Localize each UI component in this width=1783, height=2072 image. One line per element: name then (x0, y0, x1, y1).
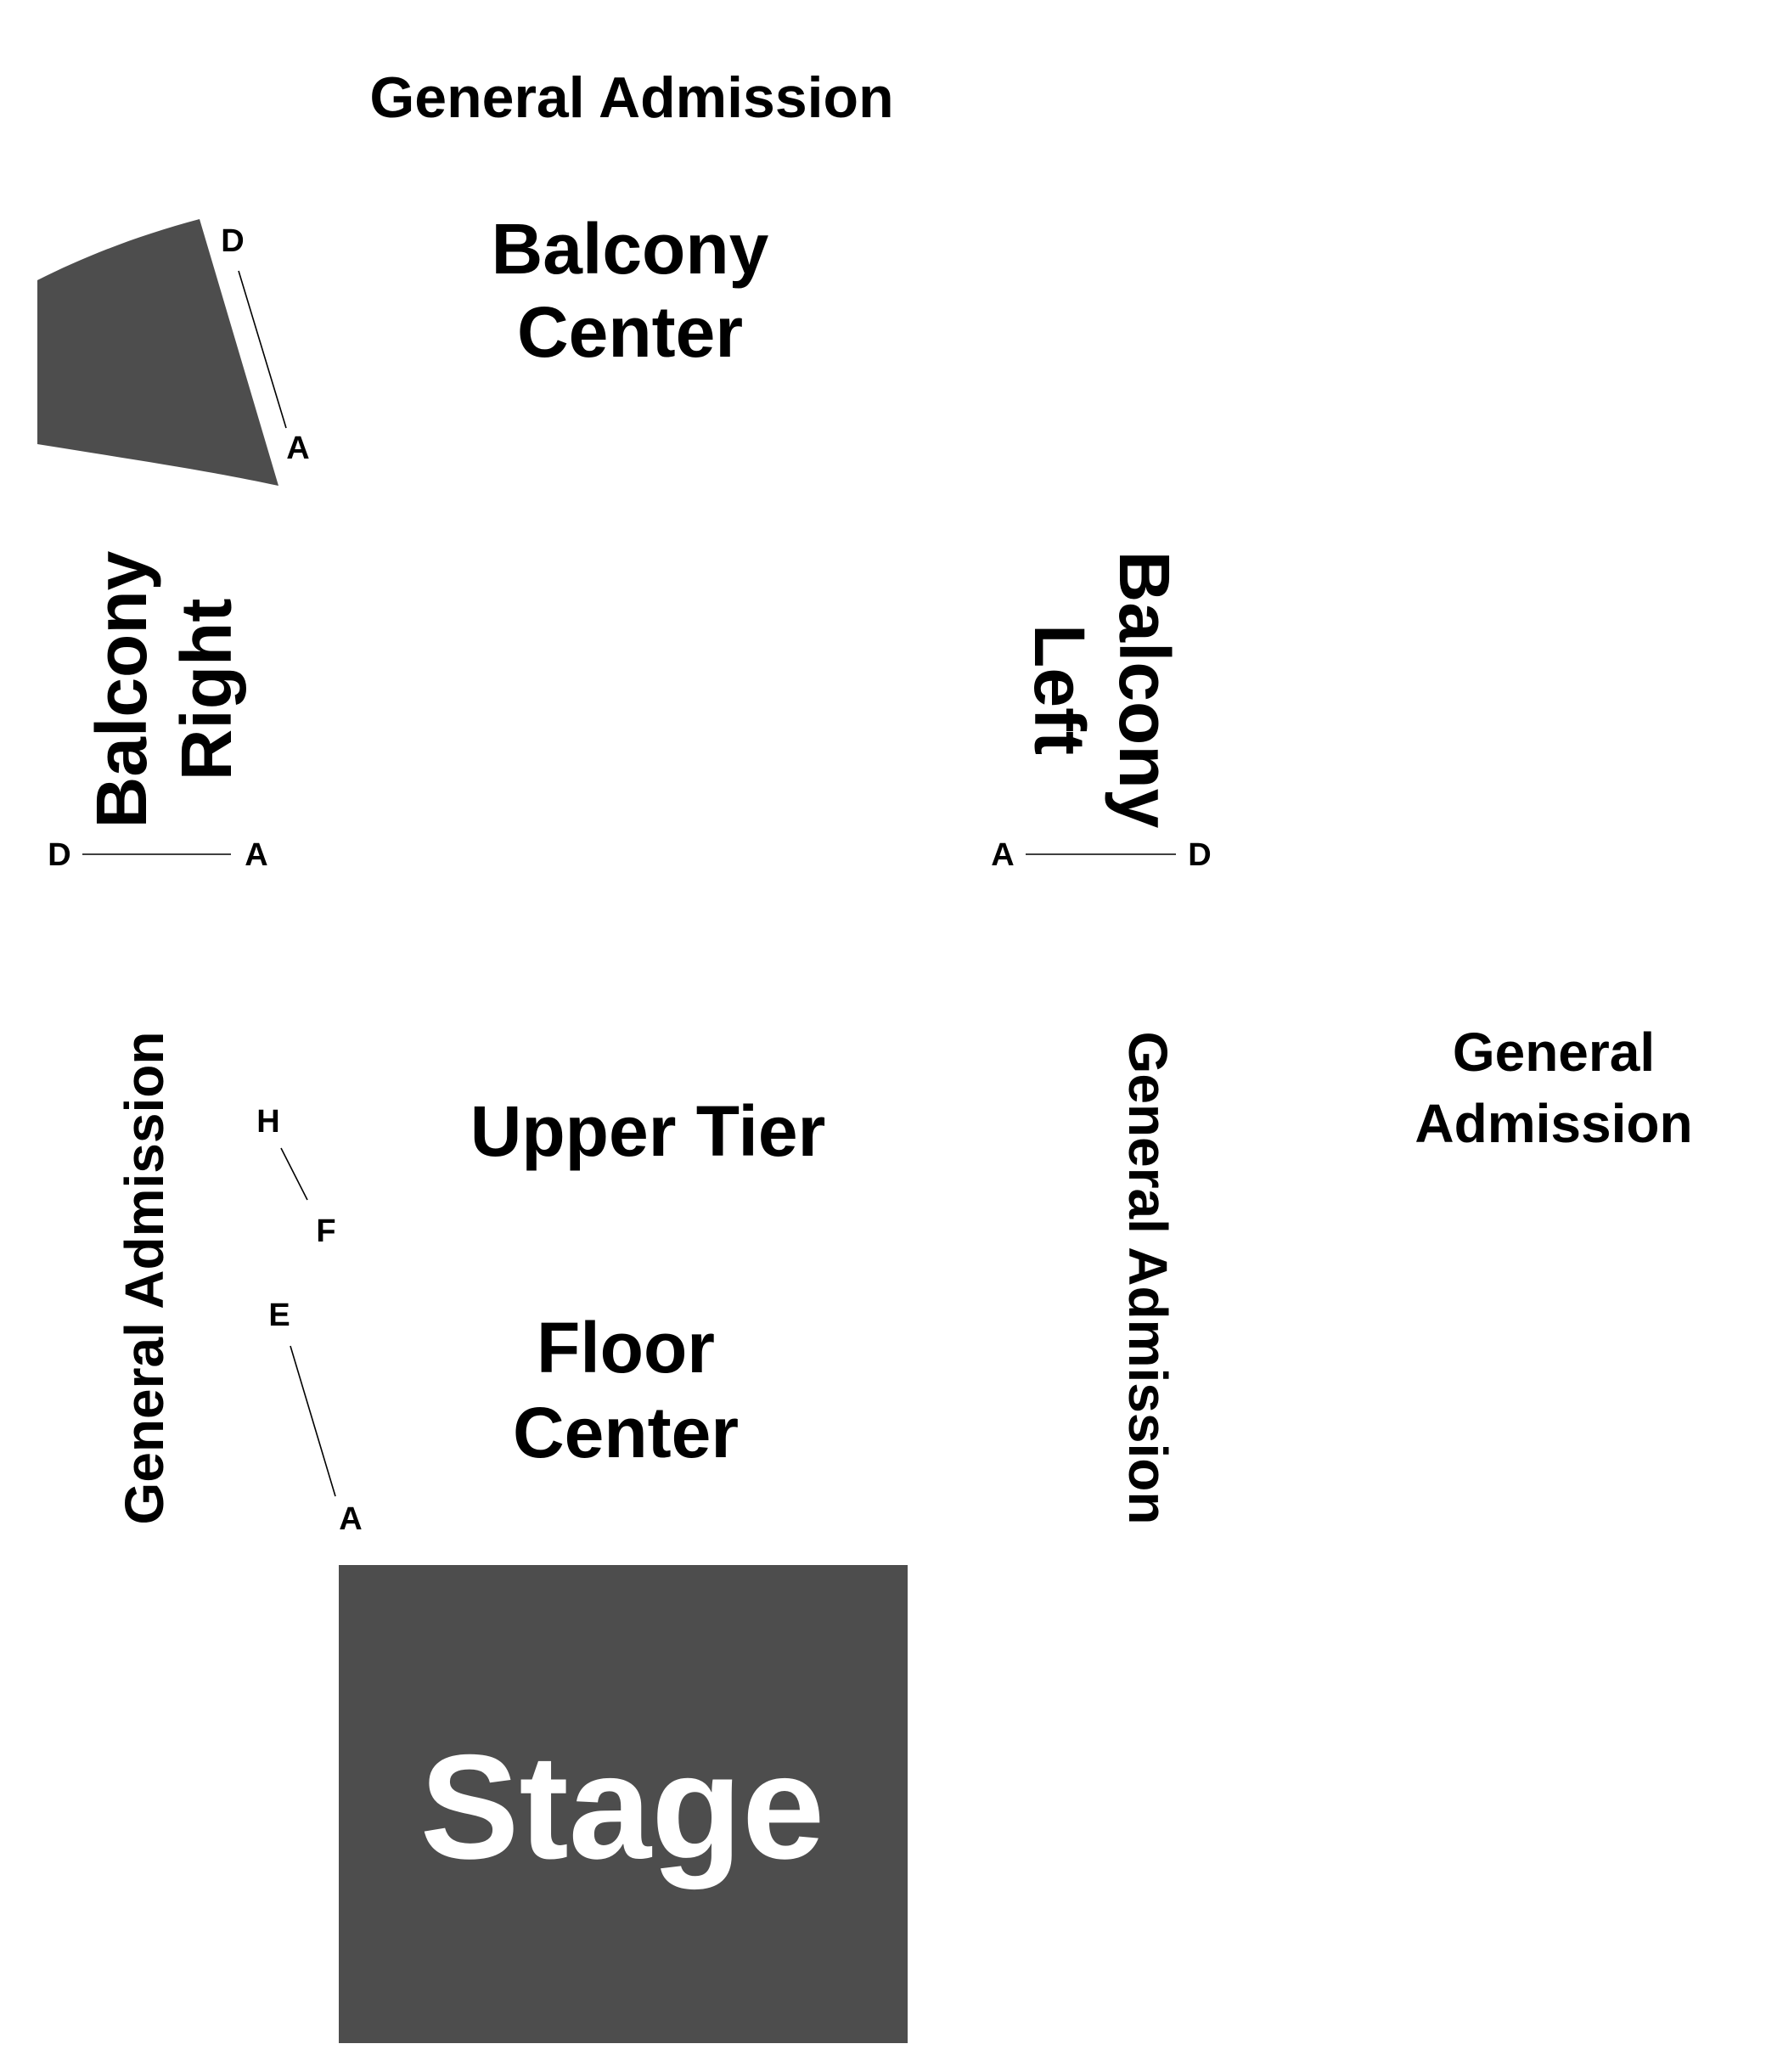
balcony-wedge-row-d: D (221, 223, 244, 259)
balcony-wedge-row-a: A (286, 431, 309, 466)
stage-label: Stage (420, 1725, 825, 1890)
upper-tier-label[interactable]: Upper Tier (470, 1091, 826, 1171)
stage-block (339, 1565, 908, 2043)
general-admission-center-right-label[interactable]: General Admission (1117, 1032, 1178, 1525)
floor-row-a: A (339, 1501, 362, 1537)
balcony-wedge-section[interactable] (37, 219, 278, 486)
balcony-left-row-a: A (991, 837, 1014, 873)
balcony-center-label-line-1: Balcony (492, 209, 769, 289)
stage[interactable]: Stage (339, 1565, 908, 2043)
floor-center-label[interactable]: Floor Center (513, 1308, 739, 1472)
balcony-right-label-line-1: Balcony (82, 550, 161, 828)
balcony-left-label-line-2: Left (1020, 624, 1100, 755)
balcony-right-row-a: A (245, 837, 267, 873)
general-admission-right-label[interactable]: General Admission (1415, 1022, 1692, 1154)
upper-tier-row-f: F (316, 1213, 335, 1249)
upper-tier-row-line (280, 1147, 308, 1201)
general-admission-right-label-line-2: Admission (1415, 1093, 1692, 1154)
balcony-right-label[interactable]: Balcony Right (82, 550, 246, 828)
general-admission-left-label[interactable]: General Admission (114, 1032, 175, 1525)
floor-center-label-line-1: Floor (537, 1308, 715, 1388)
balcony-left-label-line-1: Balcony (1105, 551, 1184, 829)
balcony-center-label[interactable]: Balcony Center (492, 209, 769, 372)
balcony-right-row-d: D (48, 837, 70, 873)
floor-row-line (290, 1345, 336, 1497)
balcony-center-label-line-2: Center (517, 292, 743, 372)
balcony-wedge-row-line (238, 270, 287, 429)
upper-tier-row-h: H (256, 1104, 279, 1140)
balcony-left-label[interactable]: Balcony Left (1020, 551, 1184, 829)
general-admission-top-label[interactable]: General Admission (369, 65, 893, 130)
balcony-left-row-d: D (1188, 837, 1211, 873)
general-admission-right-label-line-1: General (1453, 1022, 1655, 1083)
balcony-right-label-line-2: Right (166, 599, 246, 781)
floor-center-label-line-2: Center (513, 1393, 739, 1472)
floor-row-e: E (268, 1298, 290, 1333)
